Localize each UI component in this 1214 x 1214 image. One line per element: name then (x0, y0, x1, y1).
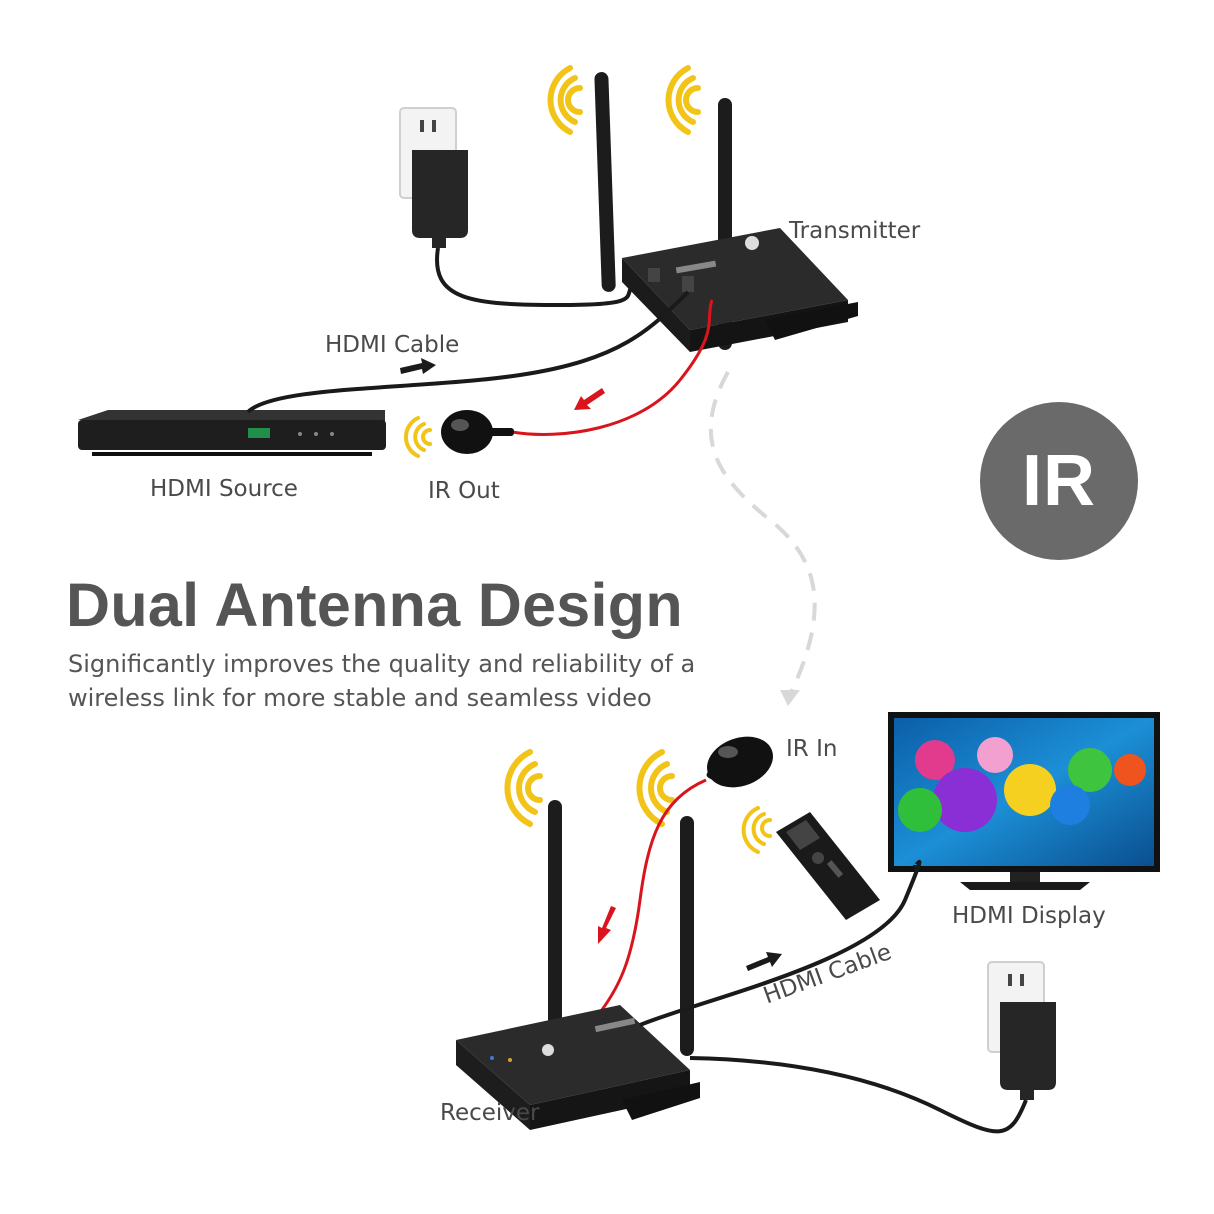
receiver-device (456, 800, 700, 1130)
hdmi-cable-top (246, 290, 690, 414)
headline-description-line-1: Significantly improves the quality and r… (68, 650, 696, 678)
wireless-link-path (708, 371, 817, 706)
ir-cable-in (588, 778, 707, 1026)
headline-description-line-2: wireless link for more stable and seamle… (68, 684, 652, 712)
power-cable-top (435, 247, 637, 308)
power-cable-bottom (689, 1056, 1028, 1134)
signal-wave-icon-rx-left (504, 749, 543, 827)
hdmi-direction-arrow-top (400, 358, 436, 374)
ir-badge-text: IR (1022, 441, 1096, 521)
label-hdmi-source: HDMI Source (150, 476, 298, 502)
label-hdmi-display: HDMI Display (952, 903, 1106, 929)
headline-title: Dual Antenna Design (66, 571, 683, 639)
hdmi-direction-arrow-bottom (746, 952, 782, 971)
signal-wave-icon-rx-right (636, 749, 675, 827)
label-transmitter: Transmitter (789, 218, 921, 244)
ir-receiver-in (706, 736, 773, 788)
ir-direction-arrow-top (574, 388, 605, 410)
label-receiver: Receiver (440, 1100, 540, 1126)
ir-emitter-out (441, 410, 514, 454)
wall-outlet-bottom (987, 961, 1056, 1100)
label-ir-out: IR Out (428, 478, 500, 504)
remote-control (776, 812, 880, 920)
ir-direction-arrow-bottom (598, 906, 616, 944)
hdmi-display-device (888, 712, 1160, 890)
ir-cable-out (511, 299, 714, 436)
label-ir-in: IR In (786, 736, 838, 762)
signal-wave-icon-remote (741, 806, 772, 854)
transmitter-device (594, 72, 858, 352)
label-hdmi-cable-top: HDMI Cable (325, 332, 460, 358)
wall-outlet-top (399, 107, 468, 248)
ir-badge: IR (980, 402, 1138, 560)
signal-wave-icon-tx-left (547, 65, 583, 135)
signal-wave-icon-tx-right (665, 65, 701, 135)
hdmi-source-device (78, 410, 386, 456)
hdmi-cable-bottom (639, 859, 922, 1027)
signal-wave-icon-ir-out (404, 416, 432, 458)
